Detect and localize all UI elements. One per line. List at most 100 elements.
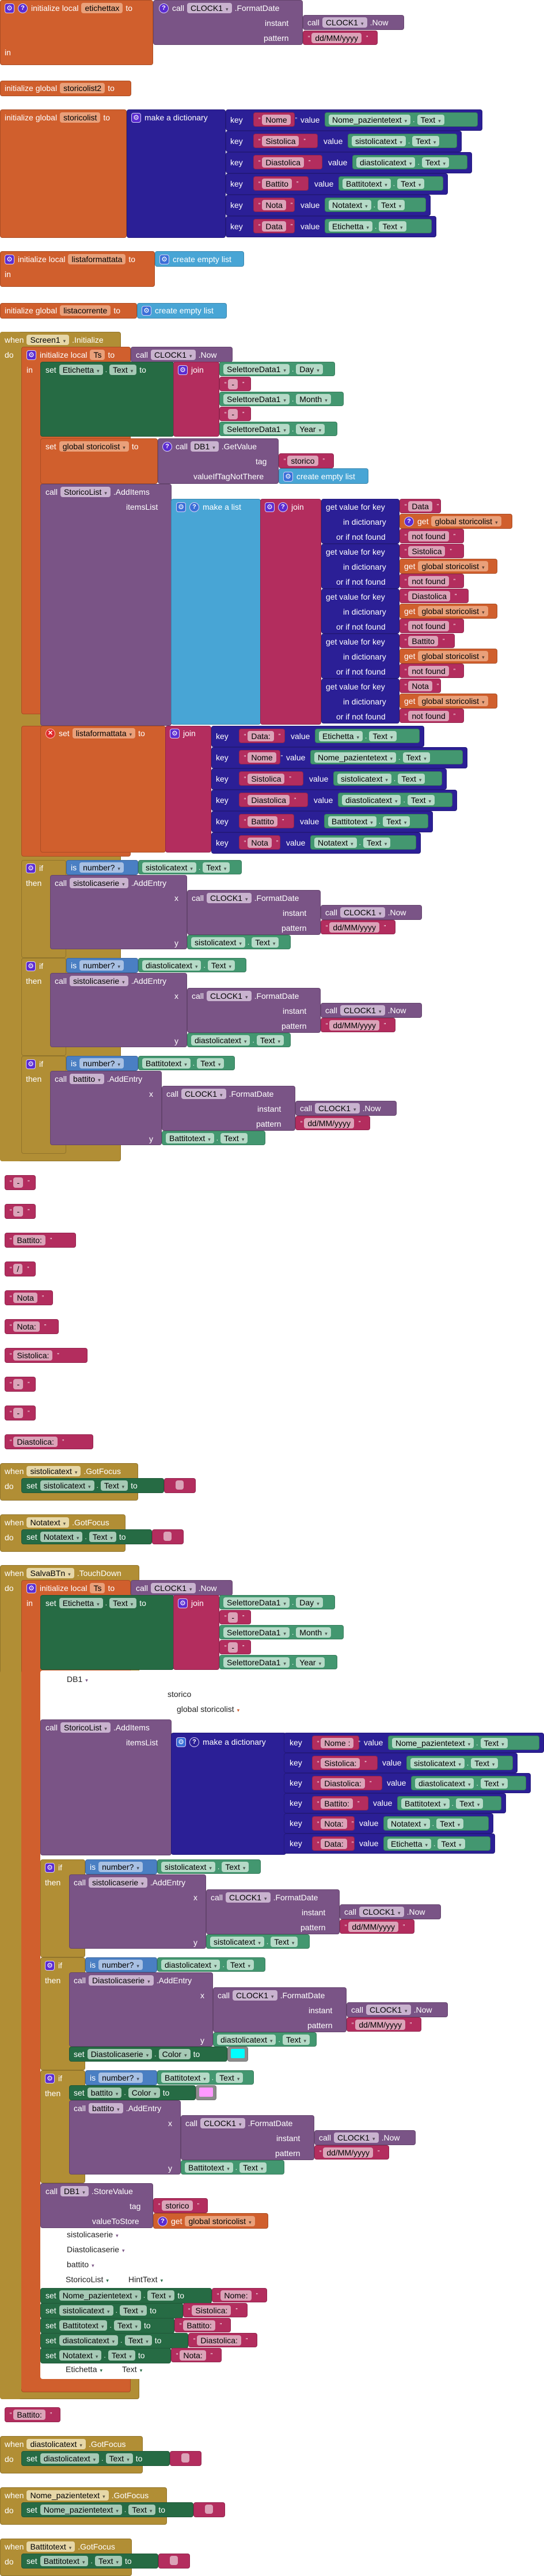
- mutator-gear-icon[interactable]: ⚙: [265, 502, 275, 512]
- property-dropdown[interactable]: Text: [220, 1133, 248, 1143]
- component-dropdown[interactable]: CLOCK1: [200, 2118, 245, 2128]
- property-dropdown[interactable]: Year: [296, 1657, 325, 1668]
- help-icon[interactable]: ?: [162, 441, 172, 452]
- string-value[interactable]: /: [13, 1264, 23, 1274]
- string-value[interactable]: Nota: [13, 1293, 37, 1303]
- string-value[interactable]: Battito:: [321, 1798, 353, 1809]
- string-value[interactable]: -: [13, 1408, 24, 1418]
- get-value-for-key-block[interactable]: [321, 499, 400, 544]
- string-value[interactable]: Nome:: [220, 2290, 252, 2301]
- mutator-gear-icon[interactable]: ⚙: [5, 3, 14, 13]
- make-dictionary-block[interactable]: [127, 109, 226, 238]
- property-dropdown[interactable]: Text: [363, 838, 391, 848]
- string-value[interactable]: Sistolica: [262, 136, 299, 146]
- property-dropdown[interactable]: Text: [207, 960, 235, 971]
- string-value[interactable]: -: [228, 1642, 238, 1653]
- property-dropdown[interactable]: Color: [128, 2088, 160, 2098]
- mutator-gear-icon[interactable]: ⚙: [26, 961, 36, 971]
- mutator-gear-icon[interactable]: ⚙: [159, 254, 169, 264]
- component-dropdown[interactable]: diastolicatext: [191, 1035, 250, 1045]
- string-value[interactable]: not found: [408, 576, 449, 586]
- property-dropdown[interactable]: Text: [109, 1598, 137, 1608]
- component-dropdown[interactable]: sistolicatext: [410, 1758, 465, 1768]
- component-dropdown[interactable]: DB1: [60, 2186, 89, 2196]
- string-value[interactable]: storico: [287, 456, 318, 466]
- component-dropdown[interactable]: sistolicatext: [142, 862, 196, 873]
- variable-dropdown[interactable]: global storicolist: [418, 561, 488, 571]
- color-swatch[interactable]: [231, 2049, 245, 2058]
- property-dropdown[interactable]: Color: [158, 2049, 191, 2059]
- component-dropdown[interactable]: SelettoreData1: [223, 394, 290, 404]
- property-dropdown[interactable]: Text: [271, 1937, 298, 1947]
- string-value[interactable]: Diastolica: [248, 795, 290, 805]
- set-listaformattata-inner[interactable]: [40, 726, 166, 853]
- property-dropdown[interactable]: Text: [480, 1778, 508, 1789]
- property-dropdown[interactable]: Text: [456, 1798, 484, 1809]
- component-dropdown[interactable]: Nome_pazientetext: [40, 2505, 122, 2515]
- component-dropdown[interactable]: battito: [70, 1074, 104, 1084]
- number-test-dropdown[interactable]: number?: [98, 1862, 143, 1872]
- mutator-gear-icon[interactable]: ⚙: [176, 1737, 186, 1747]
- property-dropdown[interactable]: Text: [226, 1960, 254, 1970]
- variable-name-field[interactable]: Ts: [90, 350, 105, 360]
- color-swatch[interactable]: [199, 2088, 213, 2097]
- component-dropdown[interactable]: CLOCK1: [181, 1089, 226, 1099]
- property-dropdown[interactable]: Text: [379, 221, 406, 232]
- variable-name-field[interactable]: listacorrente: [60, 305, 111, 316]
- detached-hinttext-label[interactable]: HintText▾: [128, 2275, 163, 2284]
- property-dropdown[interactable]: Text: [436, 1819, 464, 1829]
- error-icon[interactable]: ✕: [45, 728, 55, 738]
- property-dropdown[interactable]: Text: [113, 2320, 142, 2331]
- storicolist-additems-block[interactable]: [40, 484, 172, 726]
- component-dropdown[interactable]: Notatext: [387, 1819, 430, 1829]
- string-value[interactable]: Nota:: [180, 2350, 206, 2361]
- component-dropdown[interactable]: Etichetta: [329, 221, 373, 232]
- number-test-dropdown[interactable]: number?: [79, 862, 124, 873]
- string-value[interactable]: -: [13, 1177, 24, 1188]
- string-value[interactable]: not found: [408, 621, 449, 631]
- string-value[interactable]: dd/MM/yyyy: [348, 1922, 399, 1932]
- mutator-gear-icon[interactable]: ⚙: [5, 254, 14, 264]
- component-dropdown[interactable]: CLOCK1: [322, 17, 367, 28]
- variable-name-field[interactable]: Ts: [90, 1583, 105, 1593]
- string-value[interactable]: Nome :: [321, 1738, 354, 1748]
- component-dropdown[interactable]: battito: [87, 2088, 122, 2098]
- mutator-gear-icon[interactable]: ⚙: [26, 1583, 36, 1593]
- number-test-dropdown[interactable]: number?: [98, 1960, 143, 1970]
- component-dropdown[interactable]: Battitotext: [142, 1058, 191, 1069]
- property-dropdown[interactable]: Text: [397, 179, 425, 189]
- empty-string-value[interactable]: [205, 2505, 213, 2514]
- component-dropdown[interactable]: Notatext: [59, 2350, 102, 2361]
- component-dropdown[interactable]: CLOCK1: [207, 991, 252, 1001]
- help-icon[interactable]: ?: [278, 502, 288, 512]
- property-dropdown[interactable]: Text: [421, 157, 450, 168]
- get-value-for-key-block[interactable]: [321, 589, 400, 634]
- string-value[interactable]: dd/MM/yyyy: [304, 1118, 355, 1128]
- property-dropdown[interactable]: Text: [383, 816, 410, 827]
- detached-db1-label[interactable]: DB1▾: [67, 1675, 88, 1684]
- variable-dropdown[interactable]: listaformattata: [72, 728, 136, 738]
- variable-name-field[interactable]: listaformattata: [68, 254, 126, 264]
- component-dropdown[interactable]: diastolicatext: [415, 1778, 474, 1789]
- component-dropdown[interactable]: SelettoreData1: [223, 424, 290, 434]
- component-dropdown[interactable]: SelettoreData1: [223, 1627, 290, 1638]
- detached-text-label[interactable]: Text▾: [122, 2365, 143, 2374]
- get-value-for-key-block[interactable]: [321, 679, 400, 723]
- component-dropdown[interactable]: CLOCK1: [151, 1583, 196, 1593]
- component-dropdown[interactable]: Nome_pazientetext: [26, 2490, 109, 2501]
- component-dropdown[interactable]: sistolicatext: [161, 1862, 215, 1872]
- property-dropdown[interactable]: Text: [147, 2290, 175, 2301]
- string-value[interactable]: Nota:: [13, 1321, 40, 1332]
- empty-string-value[interactable]: [170, 2556, 178, 2565]
- property-dropdown[interactable]: Text: [94, 2556, 123, 2566]
- component-dropdown[interactable]: Nome_pazientetext: [314, 752, 397, 763]
- string-value[interactable]: dd/MM/yyyy: [323, 2147, 374, 2158]
- string-value[interactable]: dd/MM/yyyy: [329, 1020, 380, 1031]
- string-value[interactable]: Sistolica:: [321, 1758, 360, 1768]
- detached-battito-label[interactable]: battito▾: [67, 2260, 94, 2269]
- help-icon[interactable]: ?: [189, 1737, 199, 1747]
- mutator-gear-icon[interactable]: ⚙: [176, 502, 186, 512]
- component-dropdown[interactable]: StoricoList: [60, 487, 111, 497]
- component-dropdown[interactable]: Etichetta: [387, 1839, 432, 1849]
- component-dropdown[interactable]: sistolicatext: [59, 2305, 113, 2316]
